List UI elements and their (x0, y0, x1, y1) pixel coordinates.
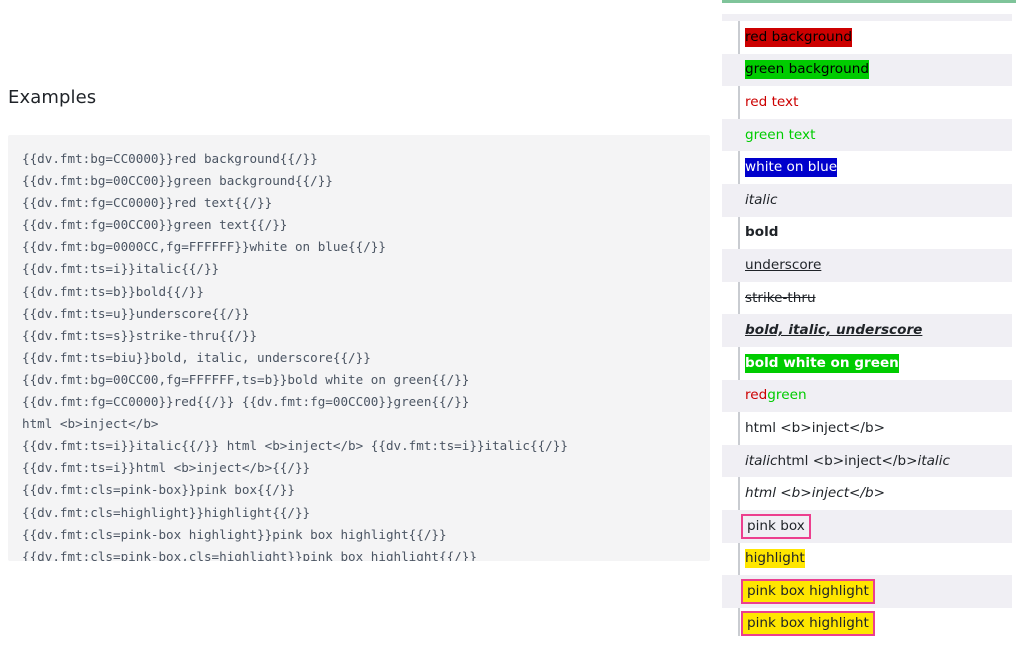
preview-cell: white on blue (745, 158, 838, 178)
preview-cell: pink box highlight (741, 611, 875, 637)
preview-row-bold: bold (722, 217, 1012, 250)
preview-row-green-background: green background (722, 53, 1012, 87)
preview-row-highlight: highlight (722, 543, 1012, 576)
preview-cell: highlight (745, 549, 805, 569)
code-line: {{dv.fmt:bg=0000CC,fg=FFFFFF}}white on b… (22, 239, 386, 255)
panel-top-border (722, 0, 1016, 3)
code-line: {{dv.fmt:fg=CC0000}}red text{{/}} (22, 195, 273, 211)
code-line: {{dv.fmt:bg=00CC00,fg=FFFFFF,ts=b}}bold … (22, 371, 470, 387)
code-line: {{dv.fmt:ts=s}}strike-thru{{/}} (22, 327, 258, 343)
preview-cell: italic (745, 191, 778, 208)
preview-cell: pink box (741, 513, 811, 539)
preview-row-white-on-blue: white on blue (722, 151, 1012, 184)
preview-cell: green (767, 387, 807, 404)
preview-row-pink-box: pink box (722, 509, 1012, 543)
preview-cell: bold white on green (745, 353, 899, 373)
preview-cell: red background (745, 27, 853, 47)
preview-cell: red (745, 387, 768, 404)
code-line: {{dv.fmt:ts=i}}italic{{/}} (22, 261, 220, 277)
preview-row-spacer (722, 14, 1012, 21)
code-line: {{dv.fmt:fg=CC0000}}red{{/}} {{dv.fmt:fg… (22, 394, 470, 410)
preview-row-bold-white-on-green: bold white on green (722, 347, 1012, 380)
preview-row-pink-box-highlight-comma: pink box highlight (722, 608, 1012, 641)
preview-row-bold-italic-underscore: bold, italic, underscore (722, 314, 1012, 347)
preview-row-green-text: green text (722, 118, 1012, 152)
preview-row-red-text: red text (722, 86, 1012, 119)
code-line: {{dv.fmt:cls=pink-box highlight}}pink bo… (22, 526, 447, 542)
preview-row-red-green: red green (722, 379, 1012, 413)
preview-row-red-background: red background (722, 21, 1012, 54)
preview-cell: pink box highlight (741, 578, 875, 604)
preview-cell: html <b>inject</b> (745, 485, 886, 502)
preview-row-italic-html-inject-italic: italic html <b>inject</b> italic (722, 444, 1012, 478)
preview-cell: bold (745, 224, 779, 241)
code-block: {{dv.fmt:bg=CC0000}}red background{{/}} {… (8, 135, 710, 561)
preview-cell: red text (745, 93, 799, 110)
code-line: {{dv.fmt:ts=i}}italic{{/}} html <b>injec… (22, 438, 568, 454)
code-line: {{dv.fmt:fg=00CC00}}green text{{/}} (22, 217, 288, 233)
preview-cell: italic (745, 452, 778, 469)
page-title: Examples (8, 86, 97, 108)
preview-cell: html <b>inject</b> (745, 419, 886, 436)
code-line: {{dv.fmt:ts=i}}html <b>inject</b>{{/}} (22, 460, 311, 476)
code-line: {{dv.fmt:cls=pink-box,cls=highlight}}pin… (22, 548, 477, 561)
preview-row-italic: italic (722, 183, 1012, 217)
code-line: html <b>inject</b> (22, 416, 159, 432)
code-line: {{dv.fmt:ts=biu}}bold, italic, underscor… (22, 349, 371, 365)
preview-cell: italic (917, 452, 950, 469)
preview-cell: html <b>inject</b> (777, 452, 918, 469)
preview-cell: underscore (745, 256, 822, 273)
preview-row-underscore: underscore (722, 249, 1012, 282)
code-line: {{dv.fmt:ts=u}}underscore{{/}} (22, 305, 250, 321)
preview-row-pink-box-highlight-space: pink box highlight (722, 575, 1012, 608)
preview-row-html-inject: html <b>inject</b> (722, 412, 1012, 445)
code-line: {{dv.fmt:bg=00CC00}}green background{{/}… (22, 173, 333, 189)
code-line: {{dv.fmt:cls=highlight}}highlight{{/}} (22, 504, 311, 520)
preview-row-italic-html-inject: html <b>inject</b> (722, 477, 1012, 510)
preview-cell: green text (745, 126, 816, 143)
code-line: {{dv.fmt:cls=pink-box}}pink box{{/}} (22, 482, 295, 498)
code-line: {{dv.fmt:bg=CC0000}}red background{{/}} (22, 151, 318, 166)
examples-column: Examples {{dv.fmt:bg=CC0000}}red backgro… (8, 86, 710, 561)
rendered-preview-panel: red background green background red text gr… (722, 0, 1016, 648)
preview-cell: bold, italic, underscore (745, 322, 923, 339)
preview-row-strike-thru: strike-thru (722, 282, 1012, 315)
preview-row-list: red background green background red text gr… (722, 14, 1016, 640)
preview-cell: green background (745, 60, 869, 80)
code-line: {{dv.fmt:ts=b}}bold{{/}} (22, 283, 204, 299)
preview-cell: strike-thru (745, 289, 816, 306)
